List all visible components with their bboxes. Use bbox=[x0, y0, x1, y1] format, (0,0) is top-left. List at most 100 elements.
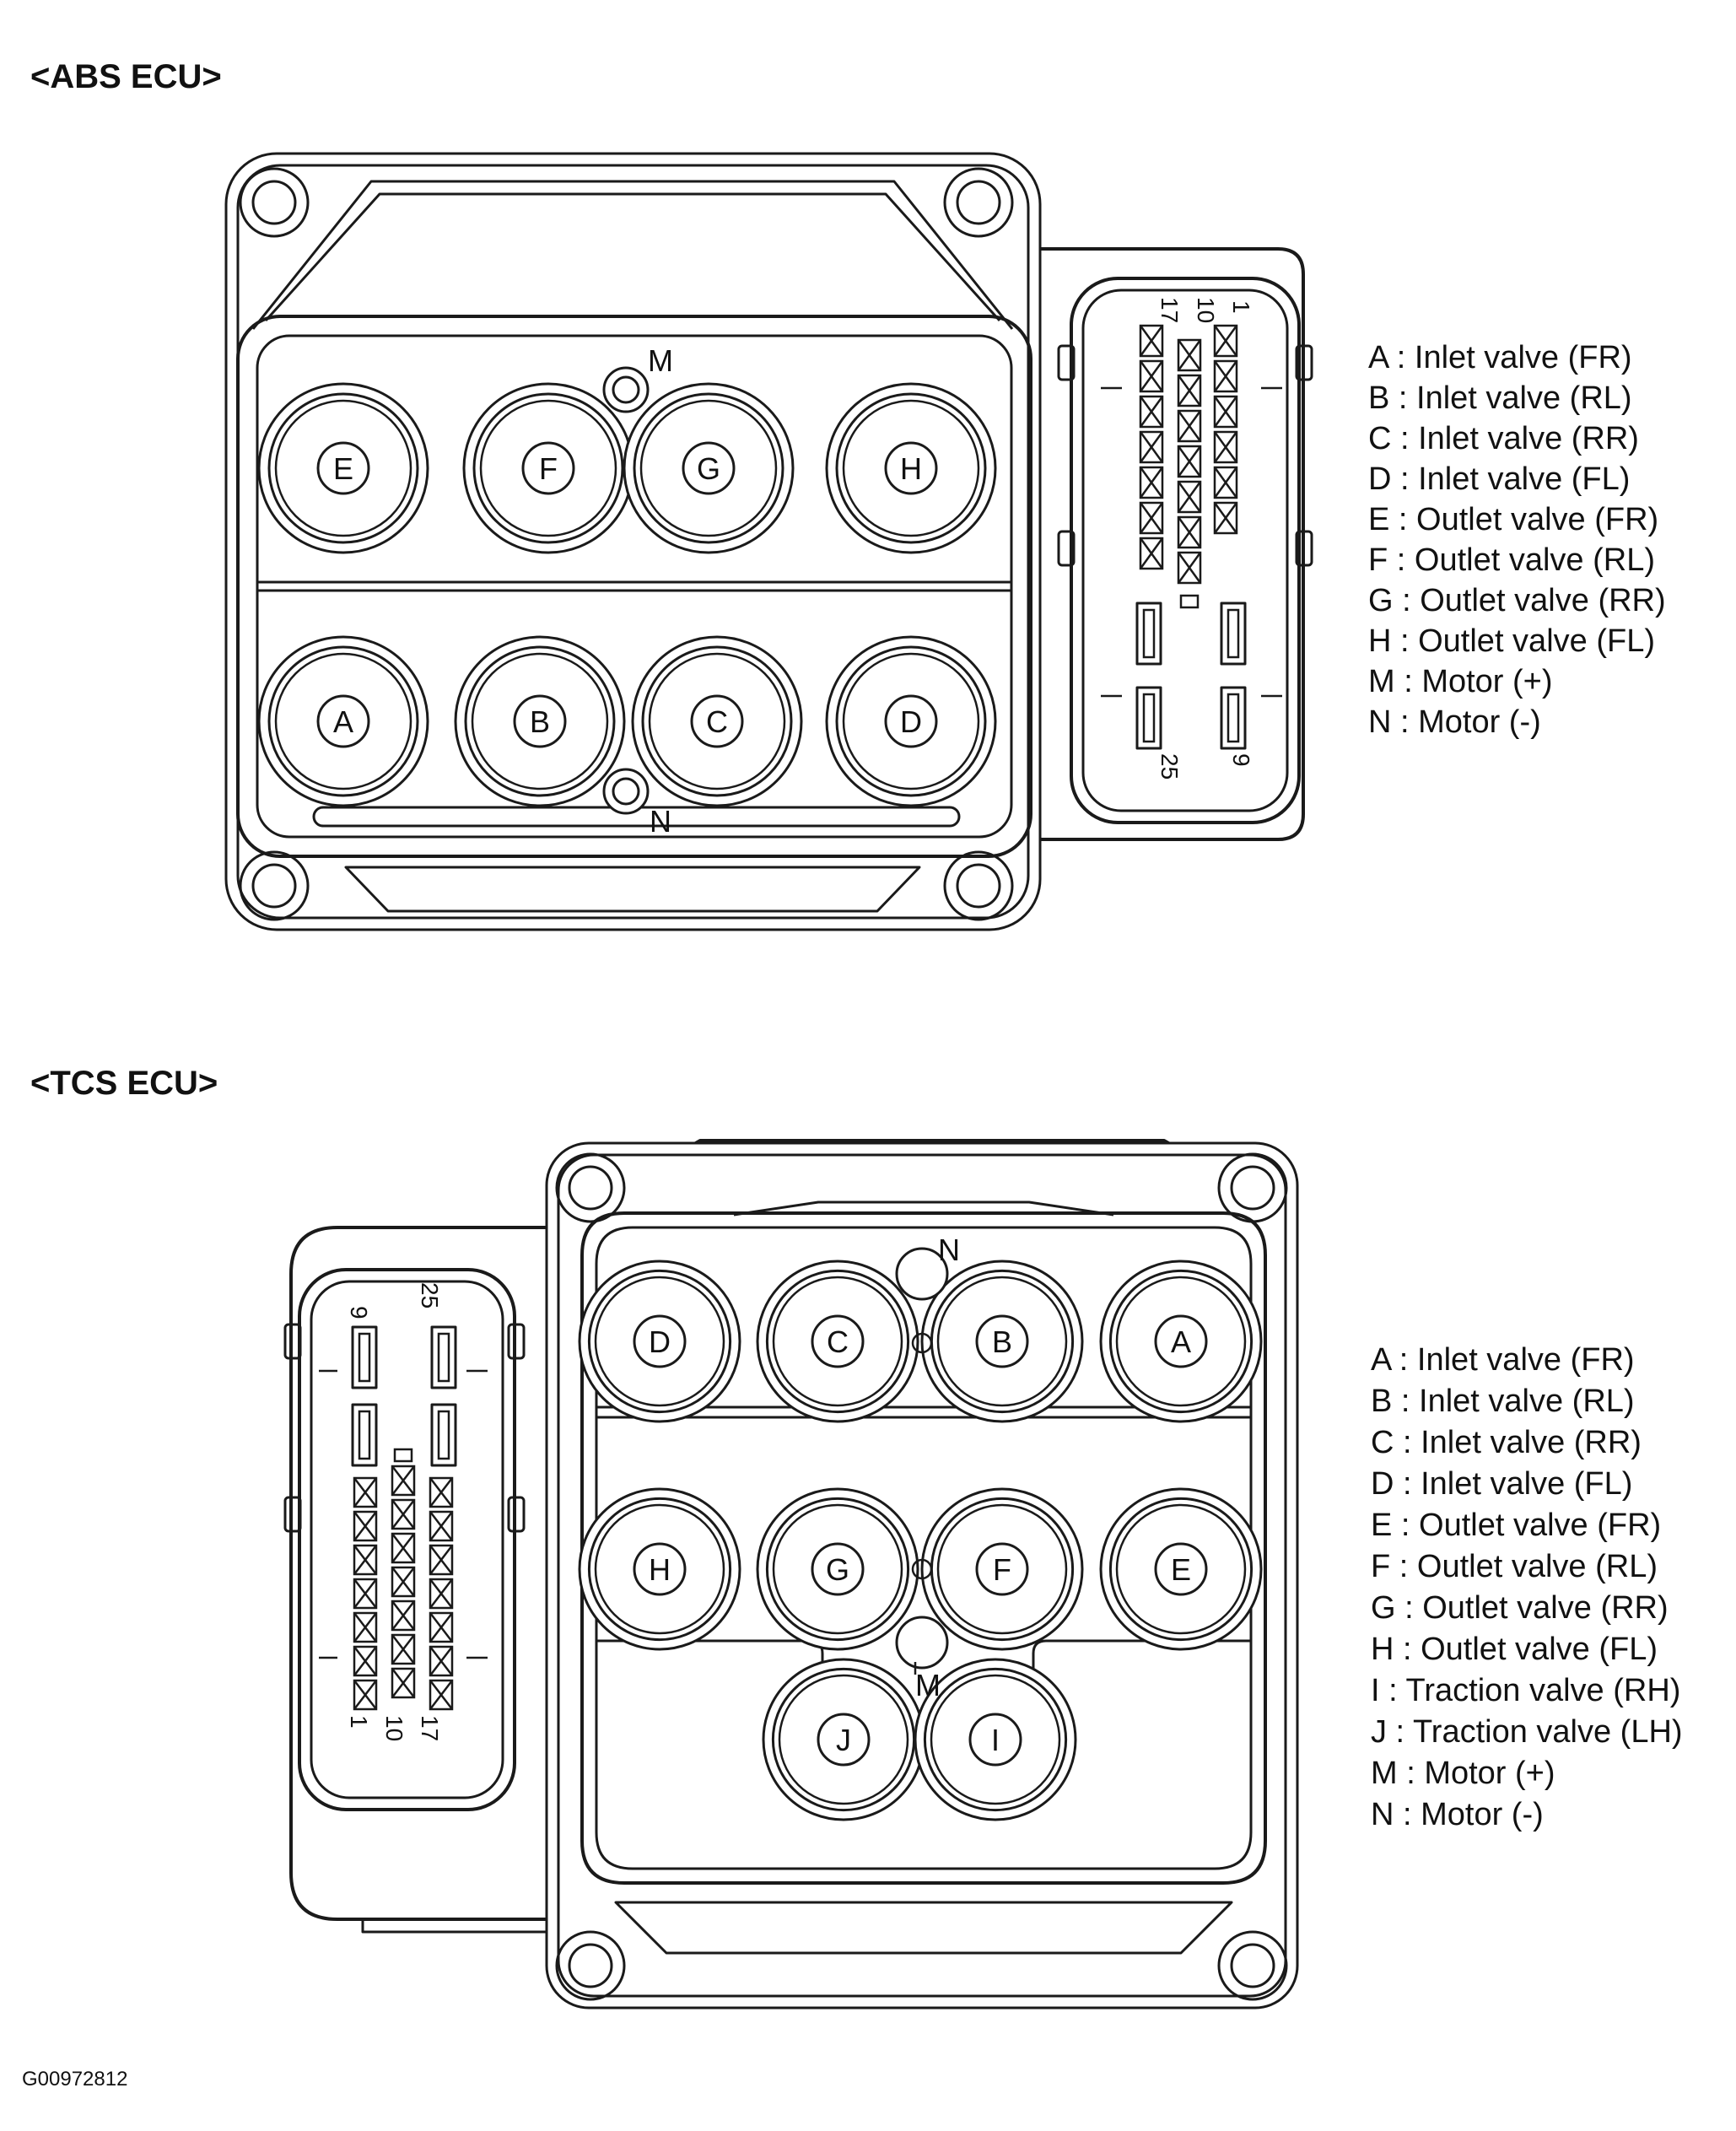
tcs-valve-f: F bbox=[920, 1487, 1084, 1651]
tcs-pin bbox=[391, 1667, 416, 1699]
tcs-legend-item: G : Outlet valve (RR) bbox=[1371, 1590, 1669, 1626]
abs-motor-plus-label: M bbox=[648, 343, 673, 378]
tcs-pin bbox=[391, 1633, 416, 1665]
tcs-legend-item: B : Inlet valve (RL) bbox=[1371, 1384, 1635, 1419]
abs-pin bbox=[1213, 430, 1238, 464]
abs-valve-h: H bbox=[825, 382, 997, 554]
tcs-pin bbox=[353, 1679, 378, 1711]
tcs-power-pin bbox=[430, 1403, 457, 1467]
tcs-pin bbox=[353, 1611, 378, 1643]
abs-valve-a: A bbox=[257, 635, 429, 807]
tcs-mount-hole-tl bbox=[555, 1152, 626, 1223]
abs-mount-hole-tr bbox=[943, 167, 1014, 238]
abs-pin-9-label: 9 bbox=[1228, 753, 1254, 767]
tcs-pin bbox=[353, 1578, 378, 1610]
abs-connector: 17 10 1 25 9 bbox=[1057, 277, 1313, 824]
tcs-pin-25-label: 25 bbox=[417, 1282, 443, 1308]
tcs-power-pin bbox=[351, 1325, 378, 1389]
tcs-small-port bbox=[911, 1558, 933, 1580]
abs-pin bbox=[1213, 359, 1238, 393]
abs-mount-hole-br bbox=[943, 850, 1014, 921]
tcs-pin bbox=[429, 1510, 454, 1542]
abs-legend-item: C : Inlet valve (RR) bbox=[1368, 421, 1639, 456]
abs-pin bbox=[1177, 409, 1202, 443]
abs-pin-key bbox=[1179, 594, 1200, 609]
tcs-valve-e: E bbox=[1099, 1487, 1263, 1651]
tcs-pin bbox=[429, 1476, 454, 1508]
abs-pin-17-label: 17 bbox=[1156, 297, 1183, 323]
tcs-mount-hole-tr bbox=[1217, 1152, 1288, 1223]
tcs-legend-item: N : Motor (-) bbox=[1371, 1797, 1544, 1832]
abs-legend-item: D : Inlet valve (FL) bbox=[1368, 461, 1630, 497]
tcs-pin-9-label: 9 bbox=[346, 1306, 372, 1319]
tcs-legend-item: D : Inlet valve (FL) bbox=[1371, 1466, 1632, 1502]
figure-id: G00972812 bbox=[22, 2068, 127, 2091]
tcs-pin bbox=[353, 1544, 378, 1576]
abs-pin bbox=[1177, 445, 1202, 478]
abs-valve-g: G bbox=[623, 382, 795, 554]
abs-pin bbox=[1177, 480, 1202, 514]
tcs-valve-h: H bbox=[578, 1487, 741, 1651]
abs-valve-e-label: E bbox=[333, 451, 353, 486]
tcs-legend: A : Inlet valve (FR) B : Inlet valve (RL… bbox=[1371, 1342, 1683, 1832]
abs-pin bbox=[1139, 537, 1164, 570]
tcs-legend-item: C : Inlet valve (RR) bbox=[1371, 1425, 1642, 1460]
abs-motor-minus-terminal bbox=[602, 768, 650, 815]
abs-pin bbox=[1139, 359, 1164, 393]
tcs-valve-d: D bbox=[578, 1260, 741, 1423]
tcs-valve-c: C bbox=[756, 1260, 919, 1423]
tcs-legend-item: M : Motor (+) bbox=[1371, 1756, 1555, 1791]
abs-pin bbox=[1139, 430, 1164, 464]
abs-title: <ABS ECU> bbox=[30, 58, 222, 95]
abs-pin bbox=[1177, 515, 1202, 549]
abs-pin bbox=[1177, 551, 1202, 585]
tcs-pin-key bbox=[393, 1448, 413, 1463]
abs-valve-group: E F G H A B C D bbox=[257, 382, 997, 807]
tcs-pin bbox=[391, 1600, 416, 1632]
abs-motor-plus-terminal bbox=[602, 366, 650, 413]
abs-pin bbox=[1213, 395, 1238, 429]
abs-valve-f-label: F bbox=[539, 451, 558, 486]
abs-mount-hole-bl bbox=[239, 850, 310, 921]
tcs-mount-hole-bl bbox=[555, 1930, 626, 2001]
abs-legend: A : Inlet valve (FR) B : Inlet valve (RL… bbox=[1368, 340, 1666, 740]
tcs-power-pin bbox=[351, 1403, 378, 1467]
tcs-legend-item: H : Outlet valve (FL) bbox=[1371, 1632, 1658, 1667]
abs-legend-item: E : Outlet valve (FR) bbox=[1368, 502, 1658, 537]
abs-valve-c-label: C bbox=[706, 704, 728, 739]
tcs-title: <TCS ECU> bbox=[30, 1065, 218, 1102]
tcs-valve-b: B bbox=[920, 1260, 1084, 1423]
tcs-pin bbox=[429, 1611, 454, 1643]
tcs-mount-hole-br bbox=[1217, 1930, 1288, 2001]
abs-legend-item: H : Outlet valve (FL) bbox=[1368, 623, 1655, 659]
abs-valve-d-label: D bbox=[900, 704, 922, 739]
tcs-legend-item: I : Traction valve (RH) bbox=[1371, 1673, 1680, 1708]
tcs-valve-i: I bbox=[914, 1658, 1077, 1821]
tcs-pin-10-label: 10 bbox=[381, 1715, 407, 1741]
abs-valve-h-label: H bbox=[900, 451, 922, 486]
tcs-valve-a: A bbox=[1099, 1260, 1263, 1423]
abs-legend-item: G : Outlet valve (RR) bbox=[1368, 583, 1666, 618]
abs-legend-item: B : Inlet valve (RL) bbox=[1368, 380, 1632, 416]
tcs-valve-i-label: I bbox=[991, 1723, 1000, 1757]
tcs-legend-item: E : Outlet valve (FR) bbox=[1371, 1508, 1661, 1543]
abs-pin bbox=[1139, 395, 1164, 429]
abs-legend-item: M : Motor (+) bbox=[1368, 664, 1553, 699]
tcs-pin bbox=[353, 1645, 378, 1677]
abs-pin bbox=[1177, 338, 1202, 372]
tcs-connector-pins bbox=[351, 1325, 457, 1711]
tcs-motor-minus-terminal bbox=[895, 1247, 949, 1301]
abs-valve-b-label: B bbox=[530, 704, 550, 739]
abs-power-pin bbox=[1220, 602, 1247, 666]
tcs-legend-item: F : Outlet valve (RL) bbox=[1371, 1549, 1658, 1584]
tcs-valve-d-label: D bbox=[649, 1324, 671, 1359]
tcs-pin bbox=[391, 1498, 416, 1530]
tcs-pin bbox=[353, 1510, 378, 1542]
tcs-pin bbox=[429, 1645, 454, 1677]
tcs-valve-f-label: F bbox=[993, 1552, 1011, 1587]
abs-valve-b: B bbox=[454, 635, 626, 807]
abs-pin bbox=[1213, 501, 1238, 535]
tcs-legend-item: A : Inlet valve (FR) bbox=[1371, 1342, 1635, 1378]
abs-legend-item: F : Outlet valve (RL) bbox=[1368, 542, 1655, 578]
